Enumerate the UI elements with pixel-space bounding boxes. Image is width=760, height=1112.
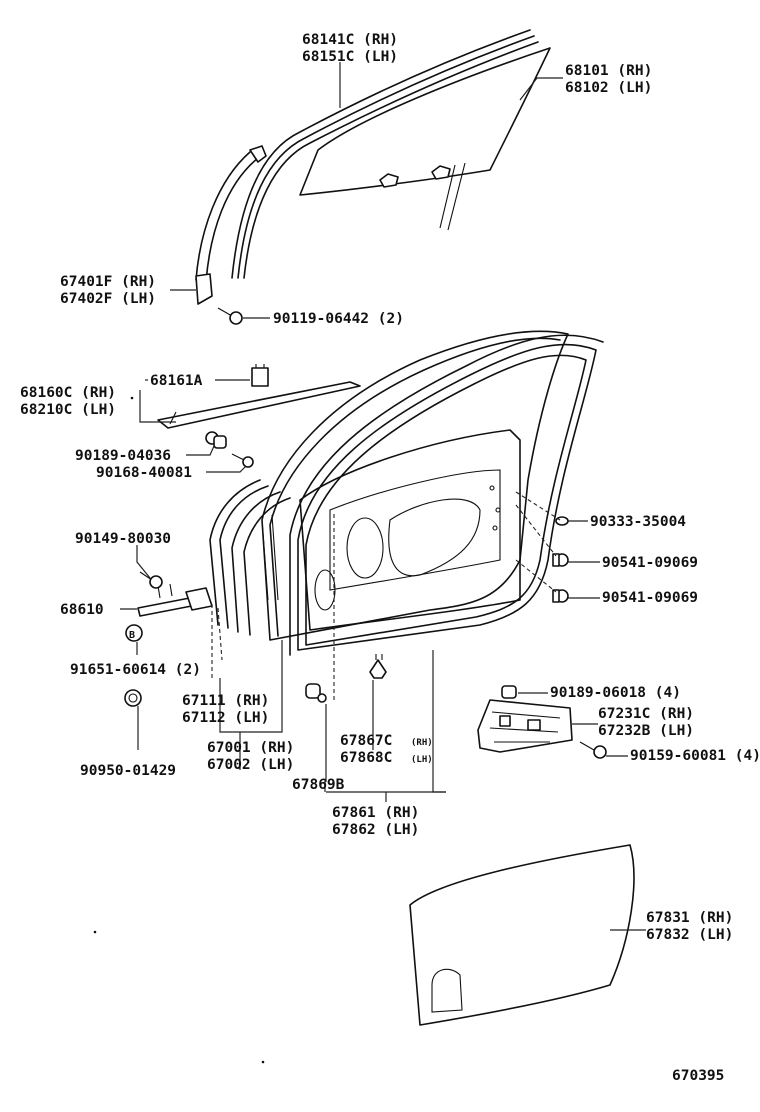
hinge [477, 699, 573, 753]
clip-67869b [305, 683, 327, 703]
label-68610: 68610 [60, 602, 104, 618]
door-panel [261, 330, 569, 641]
label-67867c: 67867C [340, 733, 392, 749]
label-67401f: 67401F (RH) [60, 274, 156, 290]
label-67868c-side: (LH) [411, 755, 433, 765]
label-67231c: 67231C (RH) [598, 706, 694, 722]
stray-marks [93, 396, 265, 1064]
label-68210c: 68210C (LH) [20, 402, 116, 418]
door-weatherstrip [289, 334, 604, 656]
bolt-90189-06018 [501, 685, 517, 699]
label-67869b: 67869B [292, 777, 345, 793]
plug-90950 [124, 689, 142, 707]
label-67861: 67861 (RH) [332, 805, 419, 821]
grommet-90541-upper [552, 553, 569, 567]
clip-90189 [205, 431, 227, 449]
label-67862: 67862 (LH) [332, 822, 419, 838]
label-67831: 67831 (RH) [646, 910, 733, 926]
label-90189-06018: 90189-06018 (4) [550, 685, 681, 701]
label-90149: 90149-80030 [75, 531, 171, 547]
label-90333: 90333-35004 [590, 514, 686, 530]
label-67111: 67111 (RH) [182, 693, 269, 709]
clip-67867c [369, 654, 387, 679]
label-68151c: 68151C (LH) [302, 49, 398, 65]
label-91651: 91651-60614 (2) [70, 662, 201, 678]
label-67002: 67002 (LH) [207, 757, 294, 773]
figure-number: 670395 [672, 1068, 724, 1084]
glass-run-channel [231, 29, 539, 279]
leader-lines [120, 62, 646, 931]
label-68102: 68102 (LH) [565, 80, 652, 96]
label-68161a: 68161A [150, 373, 203, 389]
belt-moulding [157, 364, 361, 429]
door-check [137, 583, 213, 617]
label-90189-04036: 90189-04036 [75, 448, 171, 464]
label-67232b: 67232B (LH) [598, 723, 694, 739]
grommet-90541-lower [552, 589, 569, 603]
washer-mark: B [129, 630, 135, 641]
label-90541-upper: 90541-09069 [602, 555, 698, 571]
door-outer-frame [209, 479, 291, 636]
label-67001: 67001 (RH) [207, 740, 294, 756]
label-67402f: 67402F (LH) [60, 291, 156, 307]
screw-90168 [231, 453, 254, 468]
bolt-90149 [139, 571, 163, 589]
label-90119: 90119-06442 (2) [273, 311, 404, 327]
label-90950: 90950-01429 [80, 763, 176, 779]
label-90541-lower: 90541-09069 [602, 590, 698, 606]
washer-b: B [125, 624, 143, 642]
door-outer-panel [409, 844, 635, 1026]
label-67832: 67832 (LH) [646, 927, 733, 943]
bolt-90119 [217, 307, 243, 325]
bolt-90159 [579, 741, 607, 759]
label-68141c: 68141C (RH) [302, 32, 398, 48]
part-labels: 68141C (RH) 68151C (LH) 68101 (RH) 68102… [20, 32, 760, 1084]
rear-lower-frame [195, 145, 267, 305]
label-67112: 67112 (LH) [182, 710, 269, 726]
door-glass [299, 47, 551, 231]
label-68101: 68101 (RH) [565, 63, 652, 79]
label-67867c-side: (RH) [411, 738, 433, 748]
label-90168: 90168-40081 [96, 465, 192, 481]
label-90159: 90159-60081 (4) [630, 748, 760, 764]
label-67868c: 67868C [340, 750, 392, 766]
label-68160c: 68160C (RH) [20, 385, 116, 401]
